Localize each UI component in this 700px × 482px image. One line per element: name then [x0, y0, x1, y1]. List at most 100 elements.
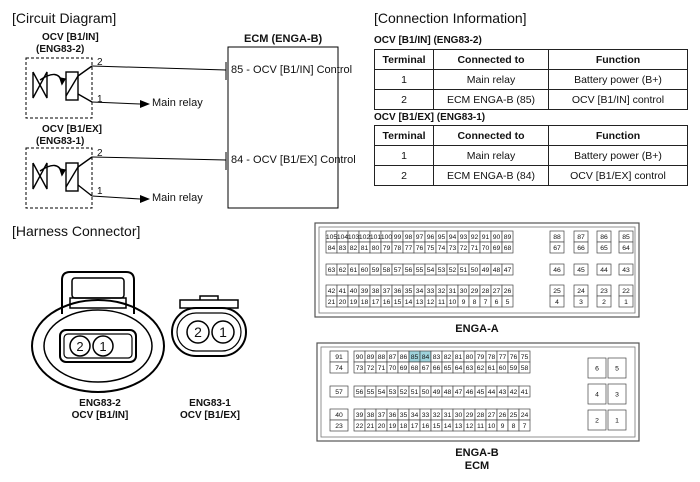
pin-40: 40 — [335, 412, 343, 419]
pin-50: 50 — [471, 267, 479, 274]
pin-19: 19 — [350, 299, 358, 306]
ocv-ex-pin-bottom: 1 — [97, 186, 103, 197]
pin-10: 10 — [488, 423, 496, 430]
pin-38: 38 — [372, 288, 380, 295]
pin-45: 45 — [477, 389, 485, 396]
pin-cell — [618, 295, 634, 308]
ecm-pin-84: 84 - OCV [B1/EX] Control — [231, 154, 356, 166]
pin-76: 76 — [510, 354, 518, 361]
pin-cell — [607, 357, 627, 379]
pin-14: 14 — [444, 423, 452, 430]
pin-17: 17 — [372, 299, 380, 306]
pin-34: 34 — [416, 288, 424, 295]
pin-63: 63 — [466, 365, 474, 372]
pin-77: 77 — [405, 245, 413, 252]
pin-31: 31 — [449, 288, 457, 295]
pin-44: 44 — [488, 389, 496, 396]
pin-38: 38 — [367, 412, 375, 419]
pin-83: 83 — [433, 354, 441, 361]
pin-68: 68 — [504, 245, 512, 252]
pin-7: 7 — [523, 423, 527, 430]
pin-89: 89 — [367, 354, 375, 361]
arrow-icon — [140, 195, 150, 203]
cell-connected: ECM ENGA-B (85) — [433, 89, 549, 110]
pin-4: 4 — [555, 299, 559, 306]
pin-91: 91 — [482, 234, 490, 241]
eng83-1-pin: 1 — [219, 324, 227, 340]
pin-59: 59 — [510, 365, 518, 372]
pin-cell — [596, 241, 612, 254]
pin-36: 36 — [389, 412, 397, 419]
pin-6: 6 — [595, 365, 599, 372]
cell-terminal: 2 — [374, 89, 434, 110]
pin-30: 30 — [455, 412, 463, 419]
pin-cell — [596, 263, 612, 276]
pin-21: 21 — [328, 299, 336, 306]
pin-58: 58 — [521, 365, 529, 372]
pin-77: 77 — [499, 354, 507, 361]
pin-78: 78 — [394, 245, 402, 252]
eng83-2-sublabel: OCV [B1/IN] — [71, 410, 129, 421]
pin-97: 97 — [416, 234, 424, 241]
pin-51: 51 — [460, 267, 468, 274]
pin-75: 75 — [521, 354, 529, 361]
pin-79: 79 — [477, 354, 485, 361]
pin-90: 90 — [493, 234, 501, 241]
pin-33: 33 — [422, 412, 430, 419]
pin-64: 64 — [622, 245, 630, 252]
cell-function: OCV [B1/EX] control — [548, 165, 688, 186]
pin-28: 28 — [482, 288, 490, 295]
pin-72: 72 — [460, 245, 468, 252]
cell-connected: Main relay — [433, 145, 549, 166]
pin-28: 28 — [477, 412, 485, 419]
cell-function: Battery power (B+) — [548, 145, 688, 166]
pin-81: 81 — [455, 354, 463, 361]
ocv-in-name: OCV [B1/IN] — [42, 32, 99, 43]
pin-68: 68 — [411, 365, 419, 372]
enga-b-label: ENGA-B — [455, 447, 499, 459]
pin-cell — [501, 241, 514, 254]
pin-55: 55 — [367, 389, 375, 396]
pin-87: 87 — [577, 234, 585, 241]
circuit-wiring — [25, 46, 339, 209]
ocv-ex-name: OCV [B1/EX] — [42, 124, 103, 135]
pin-16: 16 — [383, 299, 391, 306]
connection-table-ex: Terminal Connected to Function 1 Main re… — [374, 125, 688, 186]
pin-cell — [549, 263, 565, 276]
cell-terminal: 2 — [374, 165, 434, 186]
pin-80: 80 — [372, 245, 380, 252]
pin-2: 2 — [595, 417, 599, 424]
pin-48: 48 — [493, 267, 501, 274]
pin-51: 51 — [411, 389, 419, 396]
pin-92: 92 — [471, 234, 479, 241]
pin-86: 86 — [600, 234, 608, 241]
pin-102: 102 — [359, 234, 371, 241]
pin-cell — [518, 385, 531, 398]
pin-86: 86 — [400, 354, 408, 361]
pin-70: 70 — [482, 245, 490, 252]
pin-cell — [587, 383, 607, 405]
pin-104: 104 — [337, 234, 349, 241]
ocv-ex-connector: (ENG83-1) — [36, 136, 85, 147]
pin-60: 60 — [361, 267, 369, 274]
table-in-caption: OCV [B1/IN] (ENG83-2) — [374, 35, 482, 46]
pin-47: 47 — [504, 267, 512, 274]
enga-a-inner — [318, 226, 636, 314]
pin-65: 65 — [444, 365, 452, 372]
pin-73: 73 — [449, 245, 457, 252]
pin-57: 57 — [394, 267, 402, 274]
pin-70: 70 — [389, 365, 397, 372]
pin-9: 9 — [501, 423, 505, 430]
eng83-2-pin: 1 — [99, 339, 107, 354]
pin-7: 7 — [484, 299, 488, 306]
pin-23: 23 — [600, 288, 608, 295]
col-terminal: Terminal — [374, 49, 434, 70]
table-row: 2 ECM ENGA-B (85) OCV [B1/IN] control — [374, 89, 688, 110]
pin-cell — [607, 409, 627, 431]
pin-14: 14 — [405, 299, 413, 306]
pin-25: 25 — [510, 412, 518, 419]
enga-b-housing — [316, 342, 640, 442]
arrow-icon — [140, 100, 150, 108]
pin-17: 17 — [411, 423, 419, 430]
pin-99: 99 — [394, 234, 402, 241]
